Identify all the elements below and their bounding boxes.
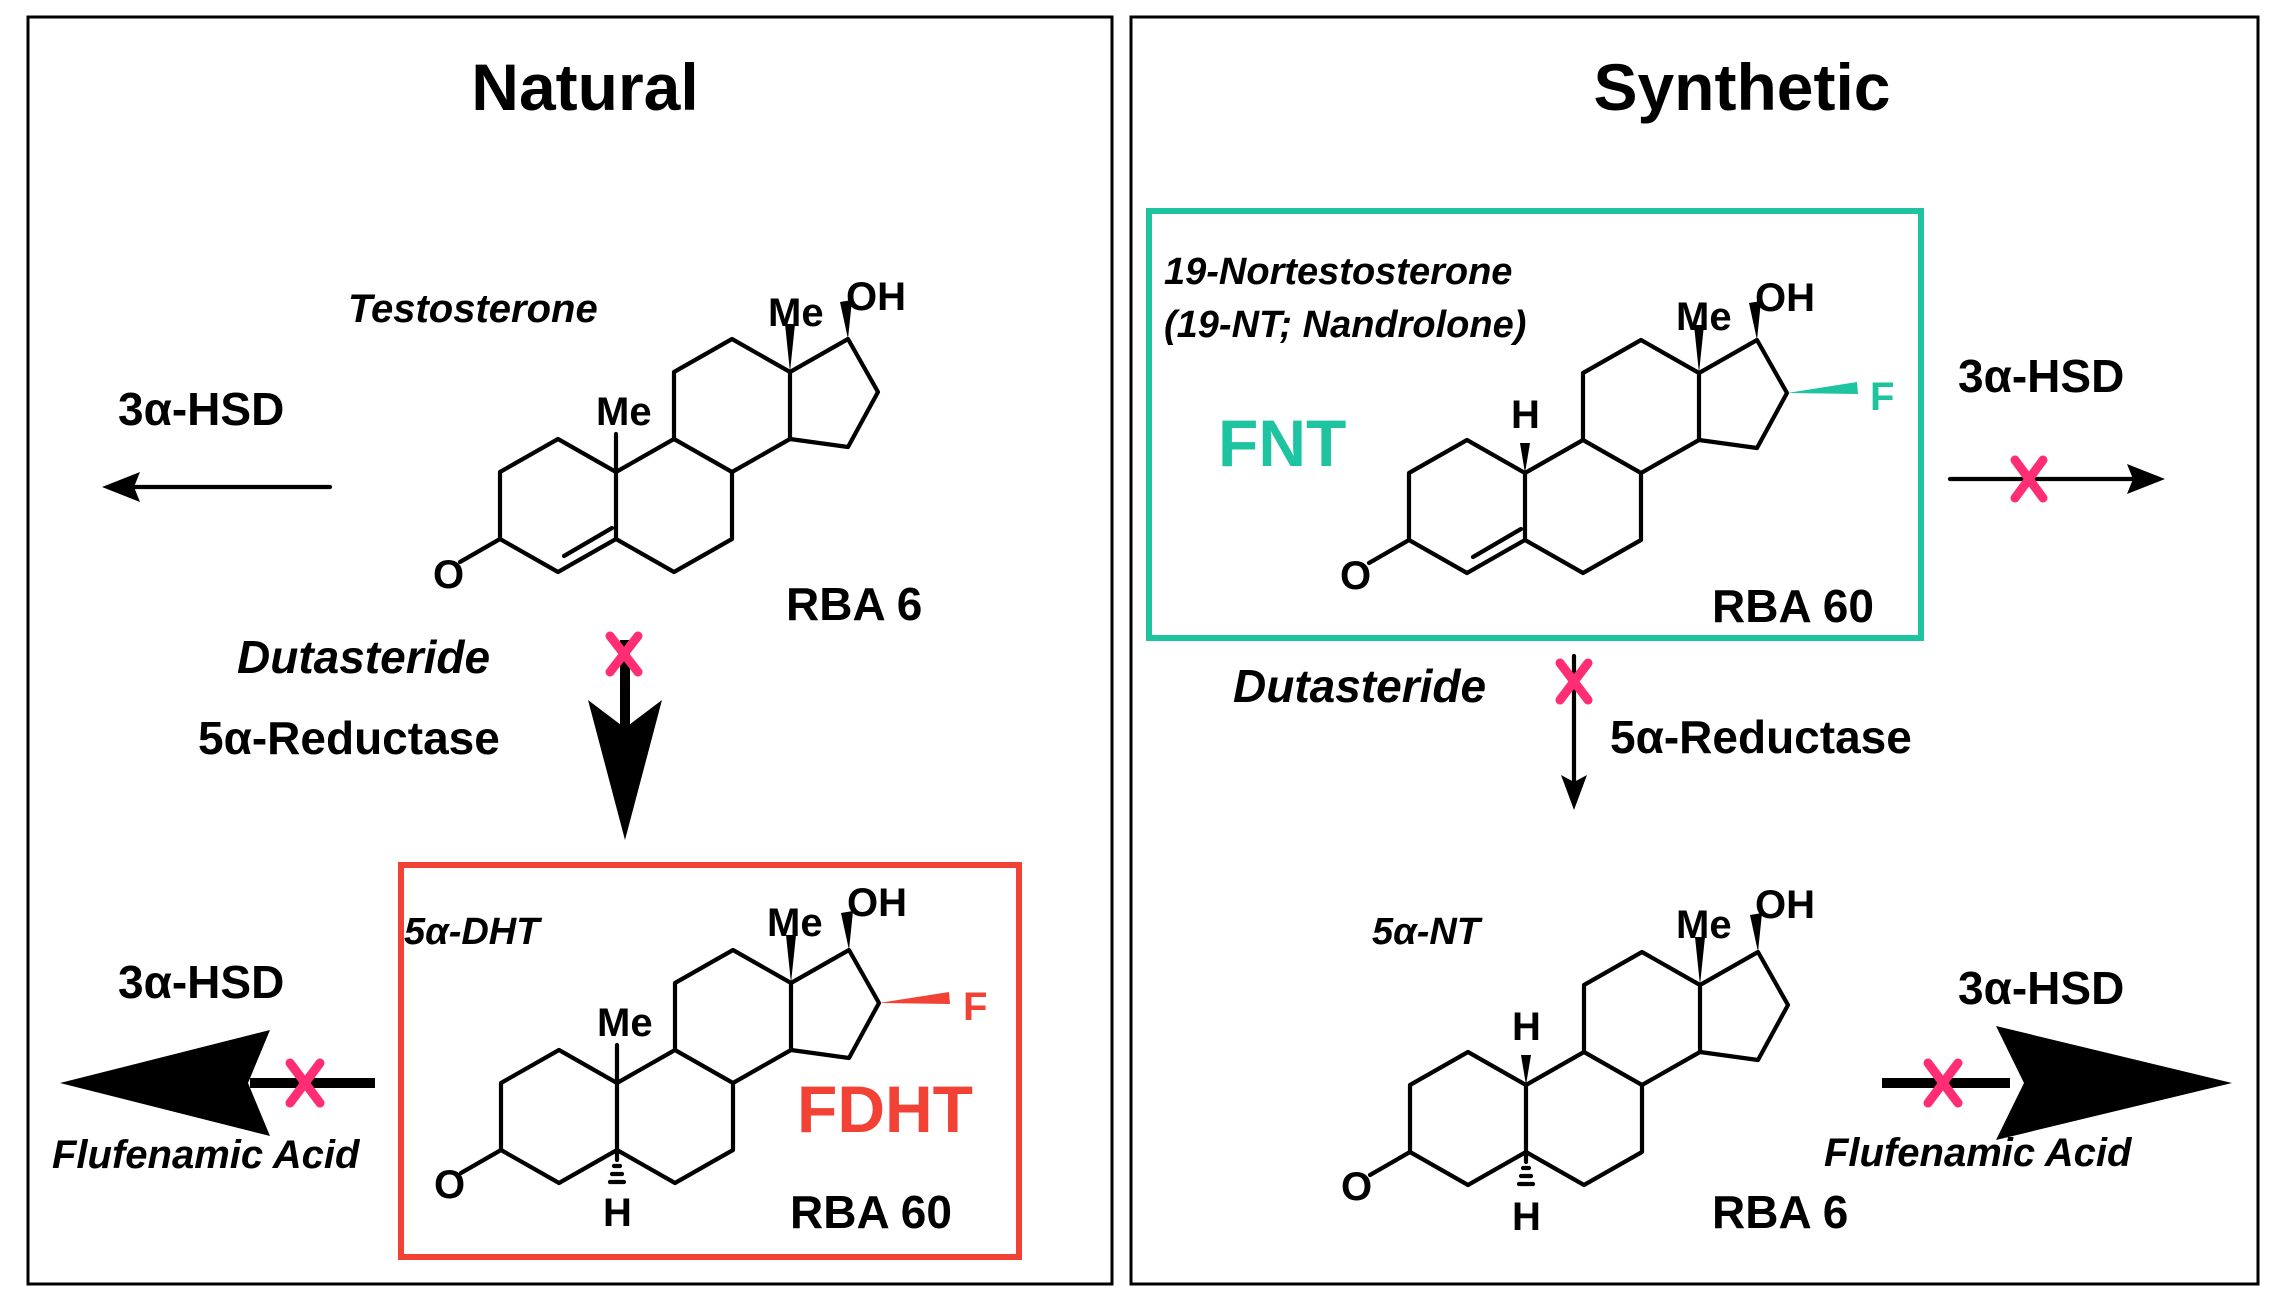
dht-name: 5α-DHT [404, 911, 542, 953]
testosterone-structure [460, 300, 878, 572]
nt-structure [1370, 913, 1788, 1185]
synthetic-title: Synthetic [1593, 50, 1890, 124]
fdht-rba: RBA 60 [790, 1186, 952, 1238]
natural-reductase-label: 5α-Reductase [198, 712, 500, 764]
nt-ketone-o: O [1341, 1165, 1372, 1209]
fdht-highlight-box [398, 862, 1022, 1260]
fdht-tracer-label: FDHT [797, 1072, 973, 1146]
testosterone-me-10: Me [596, 390, 652, 434]
synthetic-reductase-block-x [1555, 658, 1593, 705]
testosterone-ketone-o: O [433, 553, 464, 597]
natural-flufenamic-label: Flufenamic Acid [52, 1133, 361, 1177]
fdht-5alpha-h: H [603, 1191, 632, 1235]
synthetic-hsd-bottom-arrow-head [1996, 1026, 2232, 1140]
testosterone-rba: RBA 6 [786, 578, 922, 630]
fnt-fluorine: F [1870, 375, 1894, 419]
natural-hsd-top-label: 3α-HSD [118, 383, 284, 435]
nortestosterone-name-line2: (19-NT; Nandrolone) [1164, 304, 1526, 346]
fdht-me-10: Me [597, 1001, 653, 1045]
nt-5alpha-h: H [1512, 1195, 1541, 1239]
synthetic-reductase-label: 5α-Reductase [1610, 711, 1912, 763]
fdht-fluorine: F [963, 985, 987, 1029]
natural-dutasteride-label: Dutasteride [237, 631, 490, 683]
natural-hsd-bottom-arrow-head [60, 1030, 270, 1136]
natural-title: Natural [471, 50, 698, 124]
nt-name: 5α-NT [1372, 911, 1483, 953]
fnt-highlight-box [1146, 208, 1924, 641]
synthetic-hsd-top-block-x [2010, 455, 2048, 503]
natural-reductase-block-x [605, 631, 643, 677]
fdht-ketone-o: O [434, 1163, 465, 1207]
testosterone-name: Testosterone [348, 287, 598, 331]
natural-reductase-arrow-head [588, 700, 662, 840]
fnt-oh: OH [1755, 276, 1815, 320]
natural-hsd-block-x [285, 1058, 325, 1108]
nt-me-13: Me [1676, 903, 1732, 947]
fdht-structure [461, 911, 950, 1183]
synthetic-dutasteride-label: Dutasteride [1233, 660, 1486, 712]
natural-panel [26, 15, 1114, 1286]
fdht-me-13: Me [767, 901, 823, 945]
testosterone-oh: OH [846, 275, 906, 319]
nt-rba: RBA 6 [1712, 1186, 1848, 1238]
fnt-structure [1369, 301, 1858, 573]
nortestosterone-name-line1: 19-Nortestosterone [1164, 251, 1512, 293]
fdht-oh: OH [847, 881, 907, 925]
nt-oh: OH [1755, 883, 1815, 927]
fnt-me-13: Me [1676, 295, 1732, 339]
synthetic-hsd-bottom-block-x [1923, 1058, 1963, 1108]
nt-10-h: H [1512, 1005, 1541, 1049]
fnt-ketone-o: O [1340, 554, 1371, 598]
synthetic-panel [1129, 15, 2260, 1286]
natural-hsd-bottom-label: 3α-HSD [118, 956, 284, 1008]
synthetic-hsd-bottom-label: 3α-HSD [1958, 962, 2124, 1014]
fnt-tracer-label: FNT [1218, 406, 1346, 480]
testosterone-me-13: Me [768, 291, 824, 335]
fnt-rba: RBA 60 [1712, 580, 1874, 632]
synthetic-flufenamic-label: Flufenamic Acid [1824, 1131, 2133, 1175]
synthetic-hsd-top-label: 3α-HSD [1958, 350, 2124, 402]
fnt-10-h: H [1511, 393, 1540, 437]
